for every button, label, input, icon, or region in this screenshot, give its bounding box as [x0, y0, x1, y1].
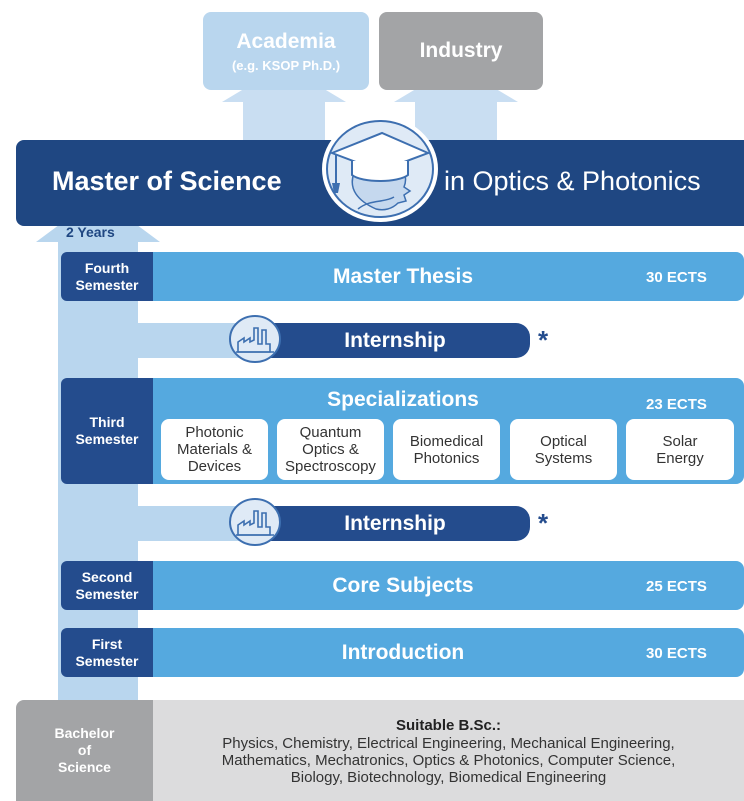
master-thesis-ects: 30 ECTS	[646, 269, 707, 286]
bachelor-word-3: Science	[58, 759, 111, 775]
core-subjects-bar	[153, 561, 744, 610]
academia-box: Academia (e.g. KSOP Ph.D.)	[203, 12, 369, 90]
academia-subtitle: (e.g. KSOP Ph.D.)	[231, 57, 341, 73]
internship-label-1: Internship	[344, 328, 446, 352]
spec-line: Biomedical	[409, 432, 484, 450]
spec-line: Optics &	[302, 441, 359, 458]
semester-word-2: Semester	[75, 276, 139, 293]
bachelor-line-1: Physics, Chemistry, Electrical Engineeri…	[222, 734, 675, 752]
bachelor-label-box	[16, 700, 153, 801]
spec-line: Quantum	[299, 424, 362, 441]
spec-photonic-materials: Photonic Materials & Devices	[161, 419, 268, 480]
spec-biomedical-photonics: Biomedical Photonics	[393, 419, 500, 480]
core-subjects-title: Core Subjects	[332, 573, 474, 597]
factory-icon	[229, 315, 281, 363]
specializations-ects: 23 ECTS	[646, 396, 707, 413]
internship-asterisk-2: *	[538, 508, 549, 538]
bachelor-line-2: Mathematics, Mechatronics, Optics & Phot…	[221, 751, 676, 769]
master-subtitle: in Optics & Photonics	[444, 166, 701, 196]
introduction-title: Introduction	[341, 640, 465, 664]
spec-quantum-optics: Quantum Optics & Spectroscopy	[277, 419, 384, 480]
spec-line: Materials &	[176, 441, 253, 458]
graduation-cap-icon	[322, 116, 438, 222]
semester-word-2: Semester	[75, 431, 139, 447]
spec-line: Devices	[187, 458, 242, 475]
duration-label: 2 Years	[66, 224, 115, 240]
first-semester-label: First Semester	[61, 628, 153, 677]
industry-title: Industry	[419, 39, 503, 62]
core-subjects-ects: 25 ECTS	[646, 578, 707, 595]
semester-word-2: Semester	[75, 652, 139, 669]
spec-line: Optical	[540, 432, 587, 450]
bachelor-word-1: Bachelor	[54, 725, 115, 741]
spec-line: Systems	[534, 449, 593, 467]
bachelor-heading: Suitable B.Sc.:	[395, 716, 502, 734]
master-thesis-title: Master Thesis	[332, 264, 474, 288]
bachelor-line-3: Biology, Biotechnology, Biomedical Engin…	[290, 768, 607, 786]
semester-word-1: Second	[81, 568, 133, 585]
spec-optical-systems: Optical Systems	[510, 419, 617, 480]
academia-title: Academia	[236, 29, 336, 53]
master-thesis-bar	[153, 252, 744, 301]
introduction-ects: 30 ECTS	[646, 645, 707, 662]
bachelor-info-box	[153, 700, 744, 801]
semester-word-1: Fourth	[84, 259, 130, 276]
spec-line: Spectroscopy	[285, 458, 376, 475]
internship-bar-2	[244, 506, 530, 541]
spec-line: Photonic	[185, 424, 244, 441]
internship-asterisk-1: *	[538, 325, 549, 355]
bachelor-word-2: of	[77, 742, 92, 758]
bachelor-label: Bachelor of Science	[16, 700, 153, 801]
industry-box: Industry	[379, 12, 543, 90]
semester-word-1: First	[91, 635, 123, 652]
spec-solar-energy: Solar Energy	[626, 419, 734, 480]
internship-bar-1	[244, 323, 530, 358]
spec-line: Energy	[656, 449, 704, 467]
spec-line: Photonics	[413, 449, 480, 467]
second-semester-label: Second Semester	[61, 561, 153, 610]
semester-word-2: Semester	[75, 585, 139, 602]
spec-line: Solar	[662, 432, 698, 450]
factory-icon	[229, 498, 281, 546]
specializations-title: Specializations	[327, 388, 479, 411]
fourth-semester-label: Fourth Semester	[61, 252, 153, 301]
internship-label-2: Internship	[344, 511, 446, 535]
semester-word-1: Third	[89, 414, 125, 430]
third-semester-label: Third Semester	[61, 378, 153, 484]
master-title: Master of Science	[52, 166, 282, 196]
bachelor-info: Suitable B.Sc.: Physics, Chemistry, Elec…	[153, 706, 744, 796]
introduction-bar	[153, 628, 744, 677]
